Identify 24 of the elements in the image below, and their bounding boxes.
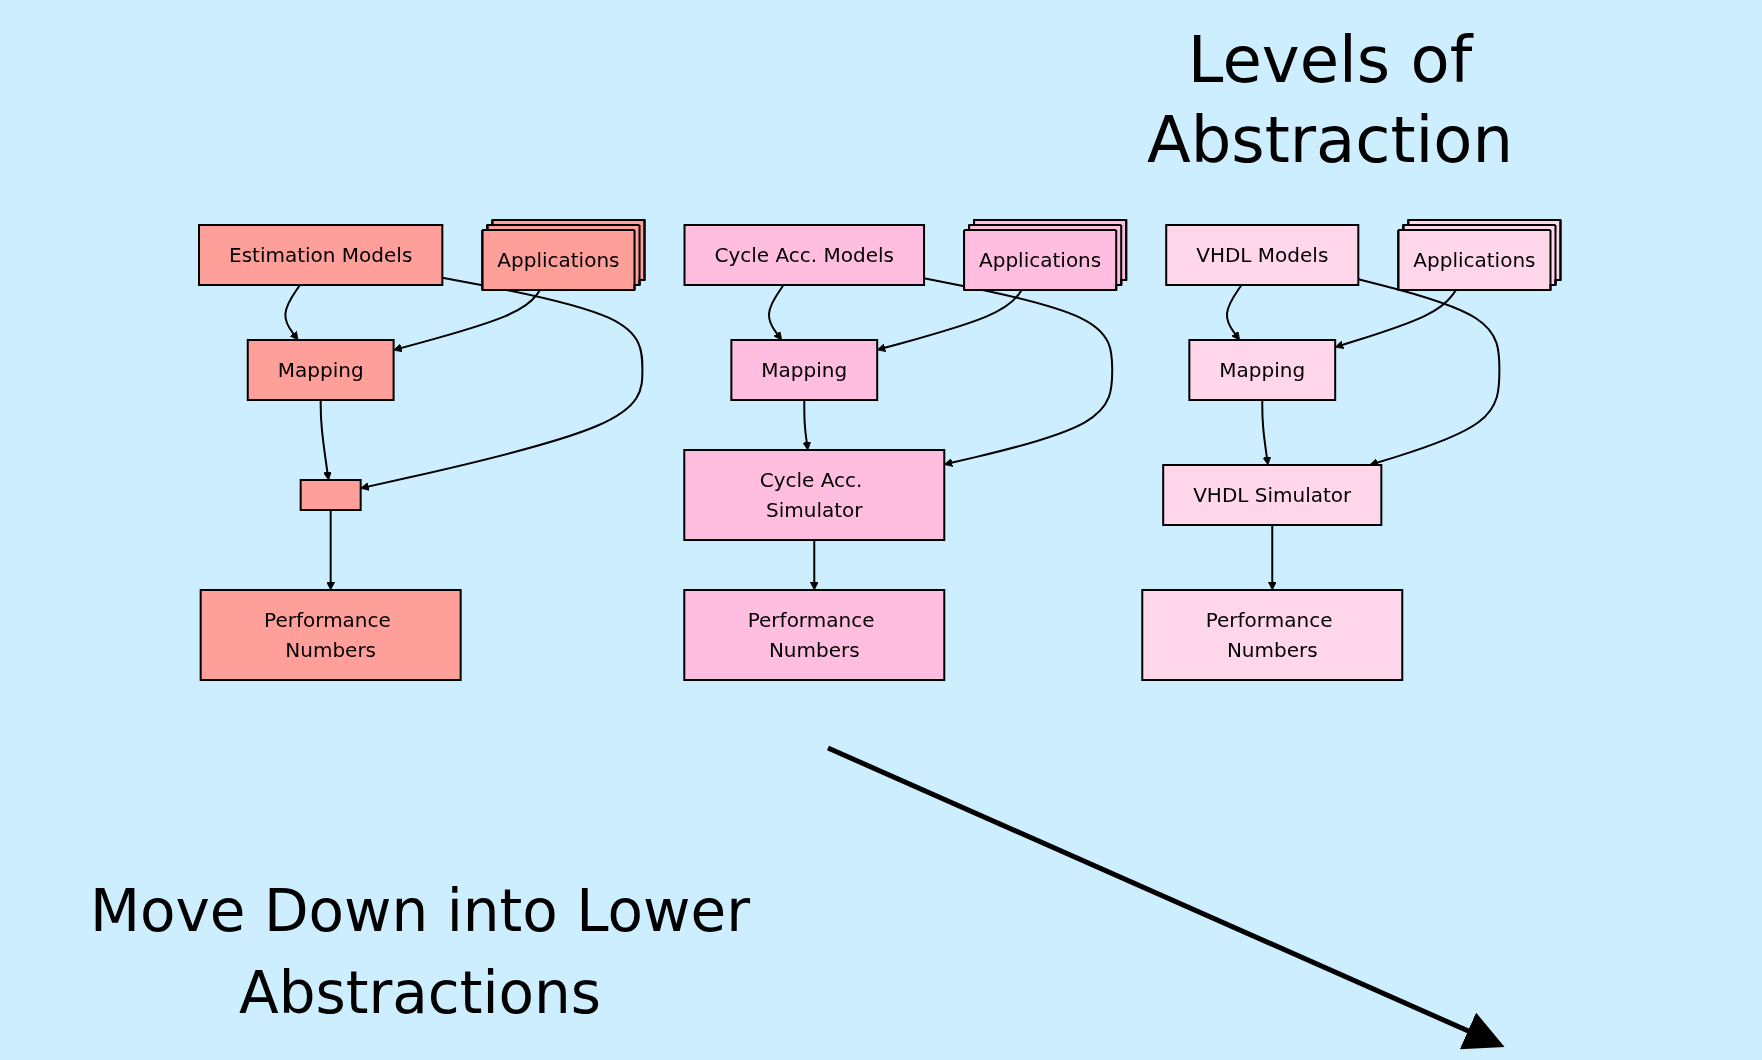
arrow: [360, 276, 644, 491]
node-box: Mapping: [730, 339, 879, 401]
node-box: VHDL Simulator: [1162, 464, 1383, 526]
node-box: Cycle Acc. Simulator: [683, 449, 946, 541]
arrow: [810, 539, 819, 591]
node-box: Mapping: [1188, 339, 1337, 401]
node-box: Performance Numbers: [1141, 589, 1404, 681]
arrow: [319, 399, 332, 481]
node-box: Cycle Acc. Models: [683, 224, 926, 286]
node-box: Mapping: [247, 339, 395, 401]
note-text: Move Down into Lower Abstractions: [88, 876, 751, 1029]
node-box: Performance Numbers: [199, 589, 462, 681]
arrow: [1268, 524, 1277, 591]
arrow: [1261, 399, 1272, 466]
title: Levels of Abstraction: [1145, 22, 1515, 179]
arrow: [284, 284, 302, 341]
node-box: VHDL Models: [1165, 224, 1360, 286]
arrow: [802, 399, 812, 451]
node-box: Estimation Models: [198, 224, 444, 286]
node-box: Performance Numbers: [683, 589, 946, 681]
arrow: [1226, 284, 1243, 341]
arrow: [768, 284, 785, 341]
arrow: [326, 509, 336, 591]
node-box: [299, 479, 362, 511]
